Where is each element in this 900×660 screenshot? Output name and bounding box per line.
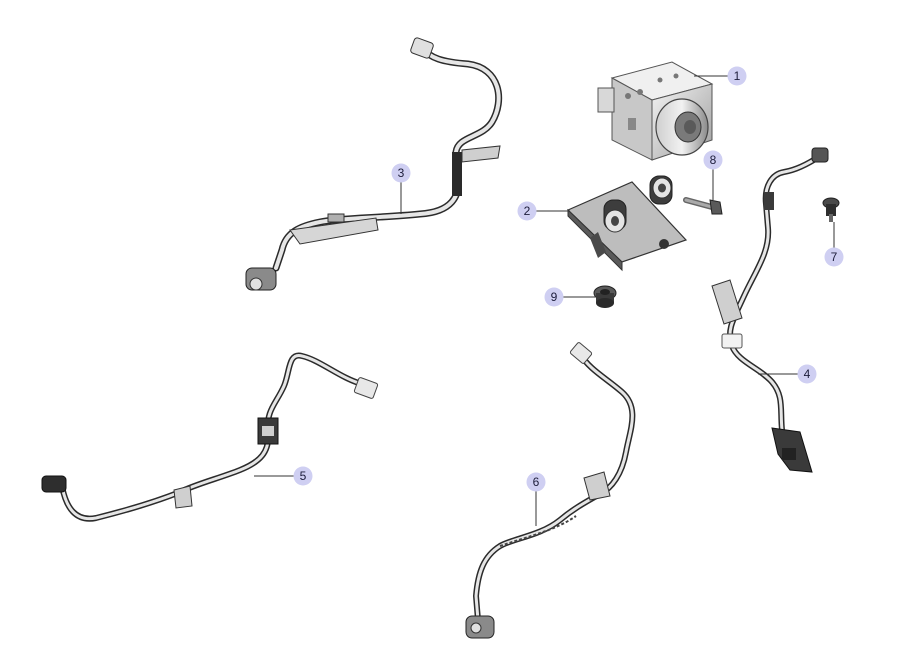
svg-text:1: 1: [734, 69, 741, 83]
abs-modulator: [597, 61, 714, 161]
callout-3: 3: [391, 163, 411, 183]
isolator-bolt: [822, 197, 840, 222]
svg-text:4: 4: [804, 367, 811, 381]
svg-text:3: 3: [398, 166, 405, 180]
mounting-bracket: [566, 175, 688, 272]
callout-7: 7: [824, 247, 844, 267]
callout-2: 2: [517, 201, 537, 221]
callout-6: 6: [526, 472, 546, 492]
wheel-speed-sensor-harness-rear-left: [41, 352, 379, 522]
svg-text:5: 5: [300, 469, 307, 483]
svg-text:9: 9: [551, 290, 558, 304]
callout-4: 4: [797, 364, 817, 384]
bracket-bolt: [683, 197, 723, 215]
wheel-speed-sensor-harness-rear-right: [465, 342, 636, 639]
svg-text:8: 8: [710, 153, 717, 167]
callout-5: 5: [293, 466, 313, 486]
grommet: [593, 285, 617, 308]
callout-8: 8: [703, 150, 723, 170]
callout-1: 1: [727, 66, 747, 86]
leader-lines: [254, 75, 835, 526]
svg-text:2: 2: [524, 204, 531, 218]
wheel-speed-sensor-harness-front-left: [245, 37, 503, 291]
callouts: 1 2 3 4 5 6 7 8: [293, 66, 844, 492]
callout-9: 9: [544, 287, 564, 307]
wheel-speed-sensor-harness-front-right: [711, 147, 829, 473]
svg-text:6: 6: [533, 475, 540, 489]
svg-text:7: 7: [831, 250, 838, 264]
